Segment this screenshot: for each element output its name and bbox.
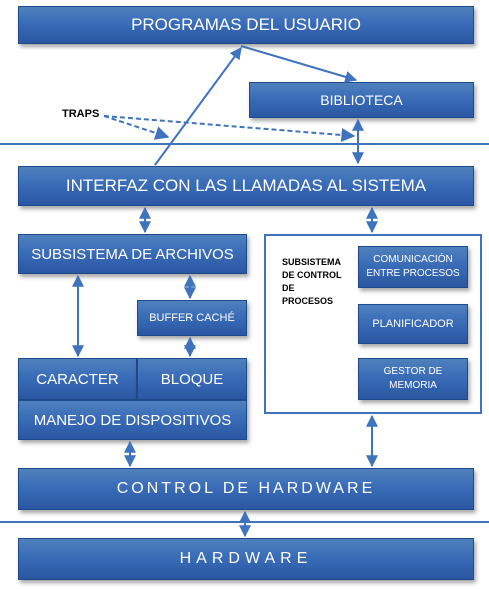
syscall-interface-label: INTERFAZ CON LAS LLAMADAS AL SISTEMA [65,176,427,195]
user-programs-label: PROGRAMAS DEL USUARIO [131,15,361,34]
user-programs-box: PROGRAMAS DEL USUARIO [18,6,474,44]
block-label: BLOQUE [160,370,224,388]
process-control-label-line4: PROCESOS [282,296,334,306]
scheduler-label: PLANIFICADOR [372,318,454,330]
library-box: BIBLIOTECA [249,82,474,118]
process-control-label: SUBSISTEMA DE CONTROL DE PROCESOS [282,256,342,308]
traps-label: TRAPS [62,108,100,120]
character-label: CARACTER [36,370,119,388]
device-handling-label: MANEJO DE DISPOSITIVOS [33,411,232,429]
user-kernel-divider [0,143,489,145]
device-handling-box: MANEJO DE DISPOSITIVOS [18,400,247,440]
hardware-control-box: CONTROL DE HARDWARE [18,468,474,510]
arrow-traps-to-interface [103,115,170,140]
library-label: BIBLIOTECA [320,92,403,108]
hardware-label: HARDWARE [179,550,313,567]
scheduler-box: PLANIFICADOR [358,304,468,344]
block-box: BLOQUE [137,358,247,400]
process-control-label-line3: DE [282,283,295,293]
file-subsystem-box: SUBSISTEMA DE ARCHIVOS [18,234,247,274]
process-control-label-line1: SUBSISTEMA [282,257,342,267]
hardware-control-label: CONTROL DE HARDWARE [116,480,376,497]
hardware-box: HARDWARE [18,538,474,580]
memory-manager-label: GESTOR DE MEMORIA [383,366,443,391]
file-subsystem-label: SUBSISTEMA DE ARCHIVOS [31,245,234,263]
character-box: CARACTER [18,358,137,400]
arrow-traps-to-library [103,115,356,142]
memory-manager-box: GESTOR DE MEMORIA [358,358,468,400]
arrow-interface-to-programs [154,47,242,166]
syscall-interface-box: INTERFAZ CON LAS LLAMADAS AL SISTEMA [18,166,474,206]
buffer-cache-box: BUFFER CACHÉ [137,300,247,336]
ipc-box: COMUNICACIÓN ENTRE PROCESOS [358,246,468,288]
arrow-programs-to-library [240,45,358,83]
ipc-label: COMUNICACIÓN ENTRE PROCESOS [366,254,460,279]
buffer-cache-label: BUFFER CACHÉ [149,312,235,324]
process-control-label-line2: DE CONTROL [282,270,342,280]
